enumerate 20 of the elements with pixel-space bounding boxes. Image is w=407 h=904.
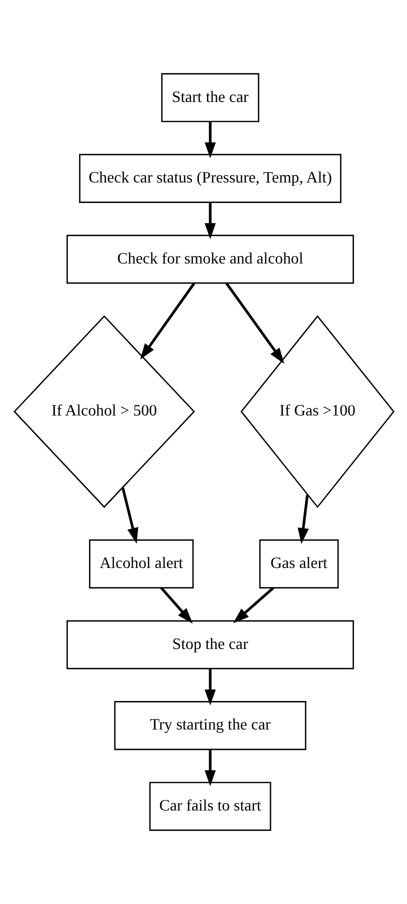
arrow xyxy=(204,122,216,158)
node-box: Check for smoke and alcohol xyxy=(66,234,354,284)
arrow xyxy=(204,202,216,240)
node-box: Car fails to start xyxy=(148,782,271,831)
node-box: Start the car xyxy=(160,73,259,122)
node-box: Alcohol alert xyxy=(88,539,194,588)
arrow xyxy=(232,586,274,624)
arrow xyxy=(204,668,216,706)
arrow xyxy=(224,282,284,364)
node-box: Stop the car xyxy=(66,620,354,670)
node-box: Try starting the car xyxy=(114,701,306,750)
node-diamond: If Alcohol > 500 xyxy=(13,315,194,508)
node-diamond: If Gas >100 xyxy=(240,315,394,508)
arrow xyxy=(297,494,308,544)
node-box: Gas alert xyxy=(258,539,338,588)
arrow xyxy=(140,282,195,360)
arrow xyxy=(160,587,192,624)
arrow xyxy=(204,750,216,786)
arrow xyxy=(121,487,138,544)
node-box: Check car status (Pressure, Temp, Alt) xyxy=(78,154,341,203)
